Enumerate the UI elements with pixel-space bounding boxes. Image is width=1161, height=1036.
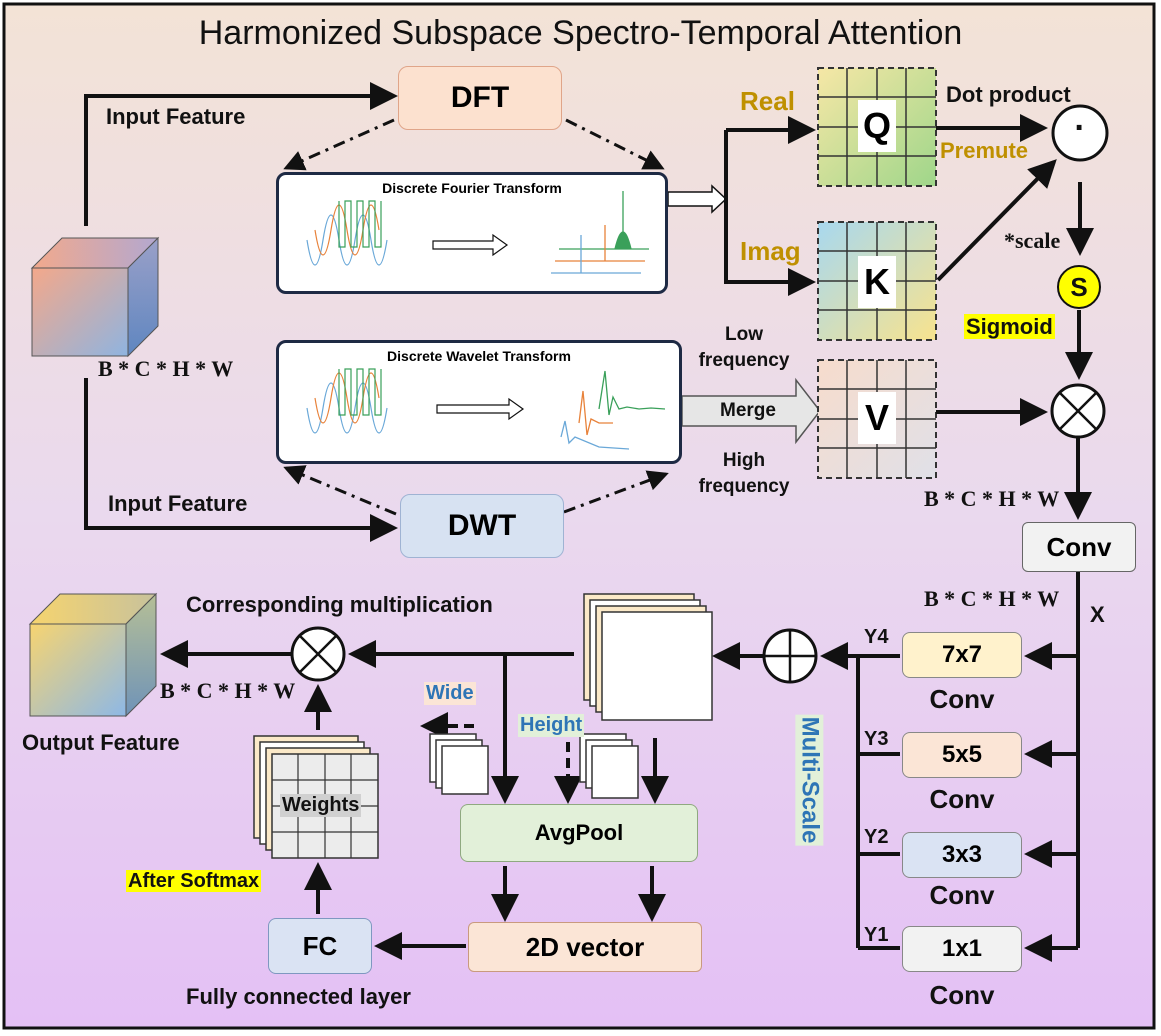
merge-label: Merge bbox=[720, 400, 776, 421]
imag-label: Imag bbox=[740, 236, 801, 266]
dwt-panel-title: Discrete Wavelet Transform bbox=[387, 348, 571, 364]
input-cube bbox=[30, 236, 160, 358]
high-frequency-label: High frequency bbox=[698, 450, 790, 497]
wide-pooled-stack bbox=[429, 733, 489, 795]
dft-panel-title: Discrete Fourier Transform bbox=[382, 180, 562, 196]
conv-3x3-label: Conv bbox=[929, 880, 995, 910]
sigmoid-node bbox=[1057, 265, 1101, 309]
k-label: K bbox=[858, 256, 896, 308]
output-feature-label: Output Feature bbox=[22, 730, 180, 755]
sum-node bbox=[762, 628, 818, 684]
shape-label-after-mult: B * C * H * W bbox=[924, 486, 1060, 511]
conv-7x7-label: Conv bbox=[929, 684, 995, 714]
avgpool-block: AvgPool bbox=[460, 804, 698, 862]
dwt-signal-illustration bbox=[306, 368, 666, 450]
arrow-k-to-dot bbox=[936, 159, 1057, 282]
conv-7x7-block: 7x7 bbox=[902, 632, 1022, 678]
shape-label-input: B * C * H * W bbox=[98, 356, 234, 381]
shape-label-output: B * C * H * W bbox=[160, 678, 296, 703]
merge-arrow bbox=[681, 377, 821, 445]
wide-label: Wide bbox=[424, 682, 476, 705]
conv-1x1-label: Conv bbox=[929, 980, 995, 1010]
real-label: Real bbox=[740, 86, 795, 116]
vector-2d-block: 2D vector bbox=[468, 922, 702, 972]
arrow-input-to-dwt bbox=[84, 378, 398, 542]
y3-label: Y3 bbox=[864, 728, 889, 750]
multiply-node-bottom bbox=[290, 626, 346, 682]
sigmoid-highlight: Sigmoid bbox=[964, 314, 1055, 339]
q-label: Q bbox=[858, 100, 896, 152]
dwt-block: DWT bbox=[400, 494, 564, 558]
diagram-title: Harmonized Subspace Spectro-Temporal Att… bbox=[198, 14, 963, 52]
x-label: X bbox=[1090, 602, 1105, 627]
dft-panel: Discrete Fourier Transform bbox=[276, 172, 668, 294]
y2-label: Y2 bbox=[864, 826, 889, 848]
input-feature-bottom-label: Input Feature bbox=[108, 491, 248, 516]
conv-block: Conv bbox=[1022, 522, 1136, 572]
dot-symbol: · bbox=[1074, 109, 1086, 147]
sigmoid-label: Sigmoid bbox=[964, 314, 1055, 340]
dft-output-arrow bbox=[667, 184, 728, 214]
dft-block: DFT bbox=[398, 66, 562, 130]
output-cube bbox=[28, 592, 158, 718]
input-feature-top-label: Input Feature bbox=[106, 104, 246, 129]
dft-dashdot-arrows bbox=[283, 118, 665, 171]
multi-scale-label: Multi-Scale bbox=[795, 714, 824, 846]
arrow-input-to-dft bbox=[84, 82, 398, 226]
weights-label: Weights bbox=[280, 794, 362, 817]
after-softmax-label: After Softmax bbox=[126, 870, 262, 893]
sigmoid-symbol: S bbox=[1070, 272, 1088, 302]
conv-1x1-block: 1x1 bbox=[902, 926, 1022, 972]
y1-label: Y1 bbox=[864, 924, 889, 946]
fully-connected-layer-label: Fully connected layer bbox=[186, 984, 411, 1009]
conv-3x3-block: 3x3 bbox=[902, 832, 1022, 878]
shape-label-after-conv: B * C * H * W bbox=[924, 586, 1060, 611]
conv-5x5-label: Conv bbox=[929, 784, 995, 814]
dot-product-label: Dot product bbox=[946, 82, 1071, 107]
after-softmax-highlight: After Softmax bbox=[126, 870, 262, 892]
height-label: Height bbox=[518, 714, 585, 737]
height-pooled-stack bbox=[579, 733, 639, 799]
corresponding-multiplication-label: Corresponding multiplication bbox=[186, 592, 493, 617]
arrow-to-k bbox=[724, 200, 816, 296]
dot-product-node bbox=[1051, 104, 1109, 162]
y4-label: Y4 bbox=[864, 626, 889, 648]
conv-5x5-block: 5x5 bbox=[902, 732, 1022, 778]
dwt-dashdot-arrows bbox=[283, 465, 669, 516]
low-frequency-label: Low frequency bbox=[698, 324, 790, 371]
premute-label: Premute bbox=[940, 138, 1029, 163]
feature-map-stack bbox=[583, 593, 713, 721]
scale-label: *scale bbox=[1004, 228, 1061, 253]
dft-signal-illustration bbox=[306, 191, 649, 274]
fc-block: FC bbox=[268, 918, 372, 974]
v-label: V bbox=[858, 392, 896, 444]
dwt-panel: Discrete Wavelet Transform bbox=[276, 340, 682, 464]
multiply-node-top bbox=[1050, 383, 1106, 439]
